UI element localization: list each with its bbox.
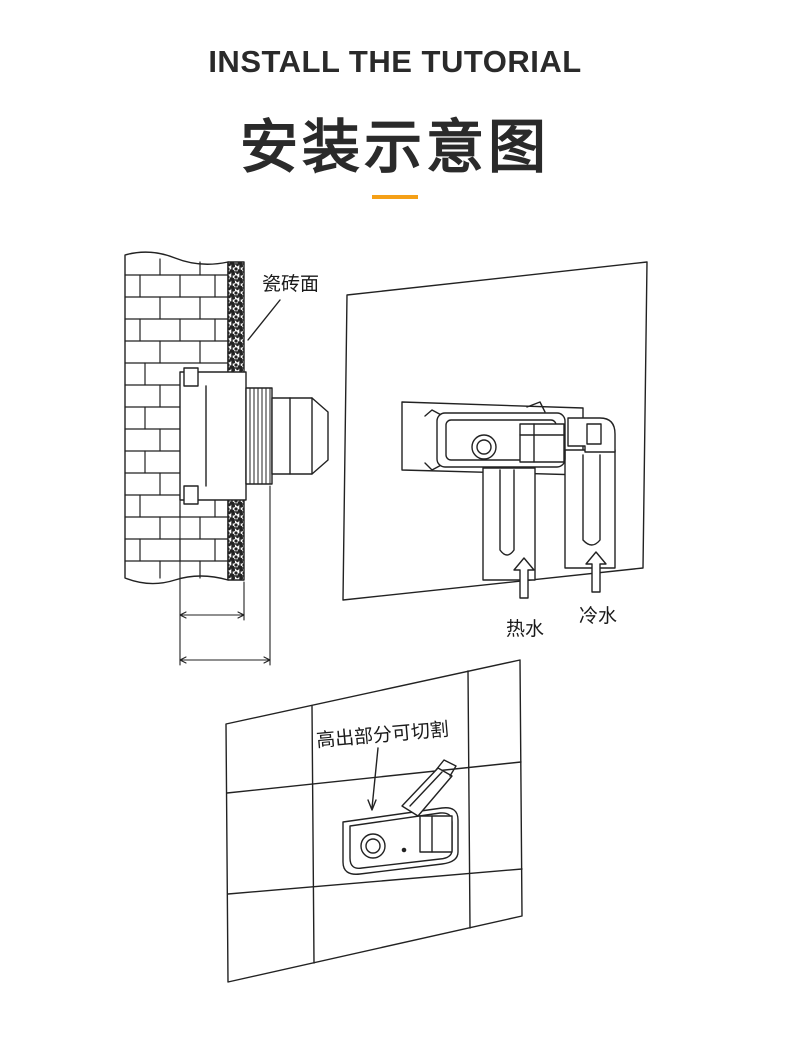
title-zh: 安装示意图 (239, 113, 550, 181)
title-en: INSTALL THE TUTORIAL (208, 44, 582, 79)
wall-with-valve (342, 261, 648, 601)
tile-layer-top (227, 261, 245, 387)
label-cold-water: 冷水 (579, 605, 618, 627)
wall-cross-section (124, 251, 329, 666)
protective-cap (271, 397, 329, 475)
embedded-box (179, 371, 247, 501)
valve-body (424, 401, 566, 471)
brick-rows (124, 258, 229, 579)
accent-bar (372, 195, 418, 199)
arrow-up-icon (585, 551, 607, 593)
label-tile-surface: 瓷砖面 (262, 273, 320, 295)
tile-leader-line (247, 299, 281, 341)
arrow-up-icon (513, 557, 535, 599)
tiled-wall (225, 659, 523, 983)
cut-leader-line (371, 747, 379, 809)
label-hot-water: 热水 (506, 618, 545, 640)
dimension-lines (179, 485, 271, 666)
pipe-group (482, 417, 616, 581)
mixer-box (342, 807, 459, 875)
utility-knife-icon (401, 759, 457, 817)
